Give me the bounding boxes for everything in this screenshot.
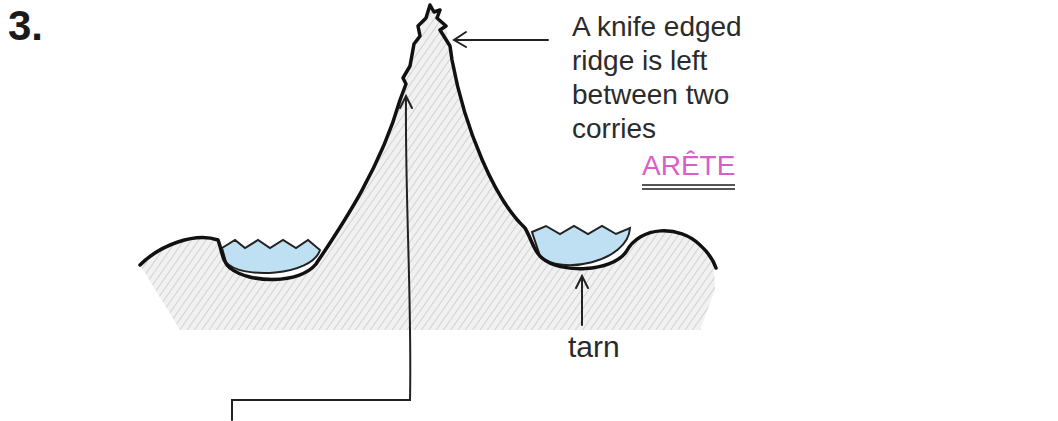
- tarn-lake: [222, 240, 320, 273]
- leader-arrow: [576, 276, 588, 325]
- leader-arrow: [454, 32, 548, 47]
- leader-arrow: [232, 96, 412, 420]
- tarn-label: tarn: [568, 330, 620, 364]
- landform-name: ARÊTE: [642, 150, 735, 190]
- figure-number: 3.: [8, 2, 43, 50]
- description-note: A knife edged ridge is left between two …: [572, 10, 787, 146]
